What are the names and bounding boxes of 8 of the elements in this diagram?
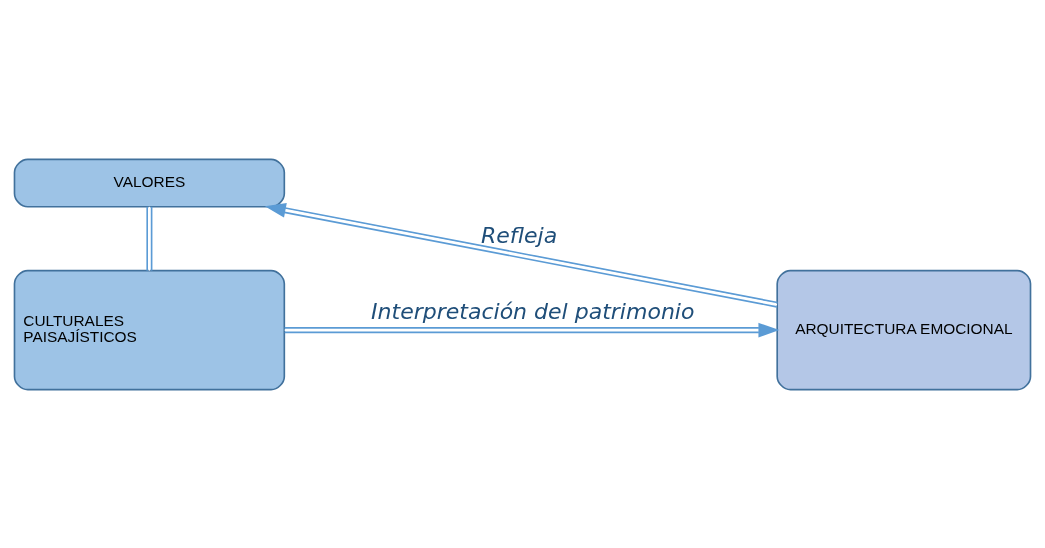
arrow [264, 202, 779, 308]
connector [146, 205, 153, 271]
arrow [283, 322, 780, 337]
node-box: CULTURALES PAISAJÍSTICOS [13, 269, 286, 390]
node-box: ARQUITECTURA EMOCIONAL [776, 269, 1032, 390]
edge-label: Interpretación del patrimonio [371, 298, 695, 324]
node-box: VALORES [13, 158, 286, 208]
edge-label: Refleja [480, 222, 558, 248]
